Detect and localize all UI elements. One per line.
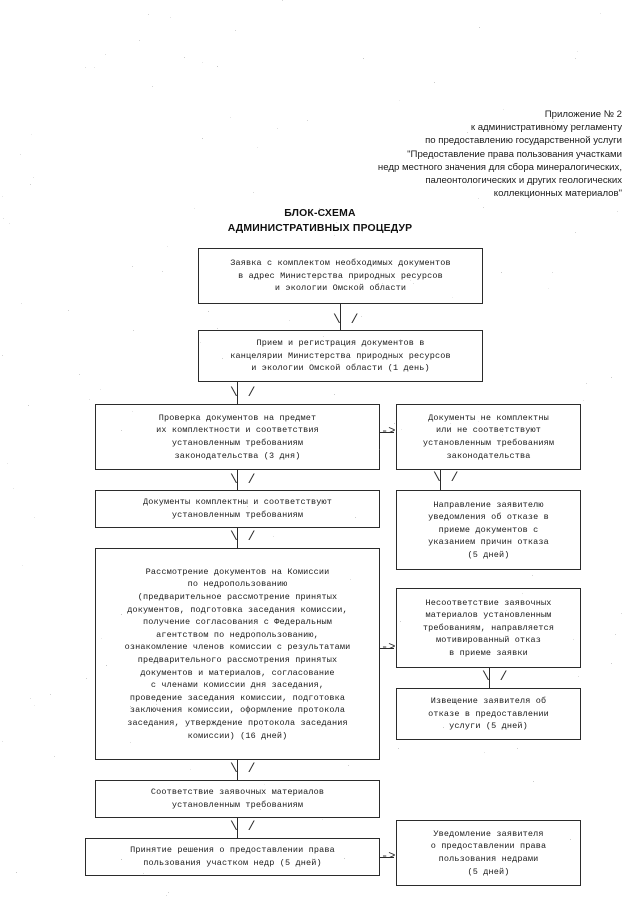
connector-n1-n2 bbox=[340, 304, 341, 332]
flow-node-application-submission: Заявка с комплектом необходимых документ… bbox=[198, 248, 483, 304]
node-line: агентством по недропользованию, bbox=[156, 629, 319, 640]
header-line-6: палеонтологических и других геологически… bbox=[425, 175, 622, 187]
node-line: установленным требованиям bbox=[171, 800, 304, 810]
node-line: проведение заседания комиссии, подготовк… bbox=[129, 692, 346, 703]
node-line: Направление заявителю bbox=[433, 499, 544, 510]
page-title: БЛОК-СХЕМА АДМИНИСТРАТИВНЫХ ПРОЦЕДУР bbox=[0, 206, 640, 236]
node-line: заседания, утверждение протокола заседан… bbox=[127, 717, 348, 728]
node-line: установленным требованиям bbox=[171, 438, 304, 448]
header-line-2: к административному регламенту bbox=[470, 122, 622, 134]
connector-n7-n10 bbox=[237, 760, 238, 782]
header-line-5: недр местного значения для сбора минерал… bbox=[377, 161, 622, 173]
node-line: материалов установленным bbox=[425, 610, 552, 621]
node-line: требованиям, направляется bbox=[422, 622, 555, 633]
node-line: пользования недрами bbox=[438, 854, 539, 864]
header-line-7: коллекционных материалов" bbox=[493, 188, 622, 200]
flow-node-grant-notification: Уведомление заявителя о предоставлении п… bbox=[396, 820, 581, 886]
flow-node-commission-review: Рассмотрение документов на Комиссии по н… bbox=[95, 548, 380, 760]
header-line-3: по предоставлению государственной услуги bbox=[425, 135, 622, 147]
connector-n4-n6 bbox=[440, 470, 441, 492]
node-line: мотивированный отказ bbox=[435, 635, 542, 646]
node-line: приеме документов с bbox=[438, 524, 539, 535]
node-line: Документы комплектны и соответствуют bbox=[142, 497, 333, 508]
arrow-down-icon: \ / bbox=[230, 761, 257, 776]
node-line: законодательства bbox=[446, 450, 531, 461]
flow-node-documents-complete: Документы комплектны и соответствуют уст… bbox=[95, 490, 380, 528]
node-line: их комплектности и соответствия bbox=[156, 425, 319, 436]
connector-n5-n7 bbox=[237, 528, 238, 550]
node-line: услуги (5 дней) bbox=[449, 721, 528, 732]
node-line: заключения комиссии, оформление протокол… bbox=[129, 705, 346, 716]
arrow-right-icon: -> bbox=[381, 424, 396, 438]
node-line: получение согласования с Федеральным bbox=[142, 617, 333, 628]
connector-n12-n11 bbox=[380, 857, 394, 858]
connector-n8-n9 bbox=[489, 668, 490, 690]
arrow-down-icon: \ / bbox=[433, 470, 460, 485]
node-line: отказе в предоставлении bbox=[428, 708, 549, 719]
node-line: Документы не комплектны bbox=[428, 412, 549, 423]
flow-node-materials-compliance: Соответствие заявочных материалов устано… bbox=[95, 780, 380, 818]
document-header: Приложение № 2 к административному регла… bbox=[292, 108, 622, 200]
node-line: комиссии) (16 дней) bbox=[187, 730, 288, 741]
node-line: и экологии Омской области (1 день) bbox=[251, 363, 430, 374]
node-line: документов и материалов, согласование bbox=[140, 667, 335, 678]
node-line: по недропользованию bbox=[187, 579, 288, 590]
node-line: (предварительное рассмотрение принятых bbox=[137, 592, 338, 603]
node-line: документов, подготовка заседания комисси… bbox=[127, 604, 348, 615]
flow-node-materials-noncompliance: Несоответствие заявочных материалов уста… bbox=[396, 588, 581, 668]
node-line: Принятие решения о предоставлении права bbox=[130, 845, 335, 856]
page-title-line-2: АДМИНИСТРАТИВНЫХ ПРОЦЕДУР bbox=[227, 223, 413, 234]
node-line: законодательства (3 дня) bbox=[174, 450, 301, 461]
header-line-1: Приложение № 2 bbox=[544, 109, 622, 120]
flow-node-decision-granting-rights: Принятие решения о предоставлении права … bbox=[85, 838, 380, 876]
node-line: в приеме заявки bbox=[449, 647, 528, 658]
node-line: о предоставлении права bbox=[430, 841, 547, 852]
flow-node-documents-incomplete: Документы не комплектны или не соответст… bbox=[396, 404, 581, 470]
node-line: Соответствие заявочных материалов bbox=[150, 787, 325, 798]
node-line: Заявка с комплектом необходимых документ… bbox=[230, 258, 451, 269]
flow-node-service-refusal-notice: Извещение заявителя об отказе в предоста… bbox=[396, 688, 581, 740]
flow-node-registration: Прием и регистрация документов в канцеля… bbox=[198, 330, 483, 382]
node-line: с членами комиссии дня заседания, bbox=[150, 680, 325, 691]
arrow-right-icon: -> bbox=[381, 640, 396, 654]
arrow-down-icon: \ / bbox=[230, 529, 257, 544]
connector-n3-n5 bbox=[237, 470, 238, 492]
connector-n7-n8 bbox=[380, 648, 394, 649]
arrow-down-icon: \ / bbox=[230, 472, 257, 487]
arrow-right-icon: -> bbox=[381, 849, 396, 863]
node-line: и экологии Омской области bbox=[274, 283, 407, 294]
connector-n3-n4 bbox=[380, 432, 394, 433]
node-line: или не соответствуют bbox=[435, 425, 542, 436]
arrow-down-icon: \ / bbox=[230, 385, 257, 400]
flow-node-refusal-notification: Направление заявителю уведомления об отк… bbox=[396, 490, 581, 570]
page-title-line-1: БЛОК-СХЕМА bbox=[284, 208, 356, 219]
connector-n10-n12 bbox=[237, 818, 238, 840]
node-line: предварительного рассмотрения принятых bbox=[137, 655, 338, 665]
node-line: установленным требованиям bbox=[422, 438, 555, 448]
node-line: канцелярии Министерства природных ресурс… bbox=[230, 350, 451, 361]
arrow-down-icon: \ / bbox=[333, 312, 360, 327]
node-line: (5 дней) bbox=[467, 866, 510, 877]
node-line: указанием причин отказа bbox=[428, 537, 549, 548]
node-line: Извещение заявителя об bbox=[430, 696, 547, 707]
connector-n2-n3 bbox=[237, 382, 238, 406]
node-line: Прием и регистрация документов в bbox=[256, 338, 425, 349]
node-line: Рассмотрение документов на Комиссии bbox=[145, 566, 330, 577]
node-line: Проверка документов на предмет bbox=[158, 412, 317, 423]
arrow-down-icon: \ / bbox=[230, 819, 257, 834]
node-line: Уведомление заявителя bbox=[433, 828, 544, 839]
node-line: Несоответствие заявочных bbox=[425, 597, 552, 608]
node-line: в адрес Министерства природных ресурсов bbox=[238, 270, 443, 281]
node-line: установленным требованиям bbox=[171, 510, 304, 520]
arrow-down-icon: \ / bbox=[482, 669, 509, 684]
header-line-4: "Предоставление права пользования участк… bbox=[407, 148, 622, 160]
flow-node-document-check: Проверка документов на предмет их компле… bbox=[95, 404, 380, 470]
node-line: уведомления об отказе в bbox=[428, 512, 549, 523]
node-line: ознакомление членов комиссии с результат… bbox=[124, 642, 351, 653]
node-line: (5 дней) bbox=[467, 549, 510, 560]
node-line: пользования участком недр (5 дней) bbox=[143, 858, 322, 868]
